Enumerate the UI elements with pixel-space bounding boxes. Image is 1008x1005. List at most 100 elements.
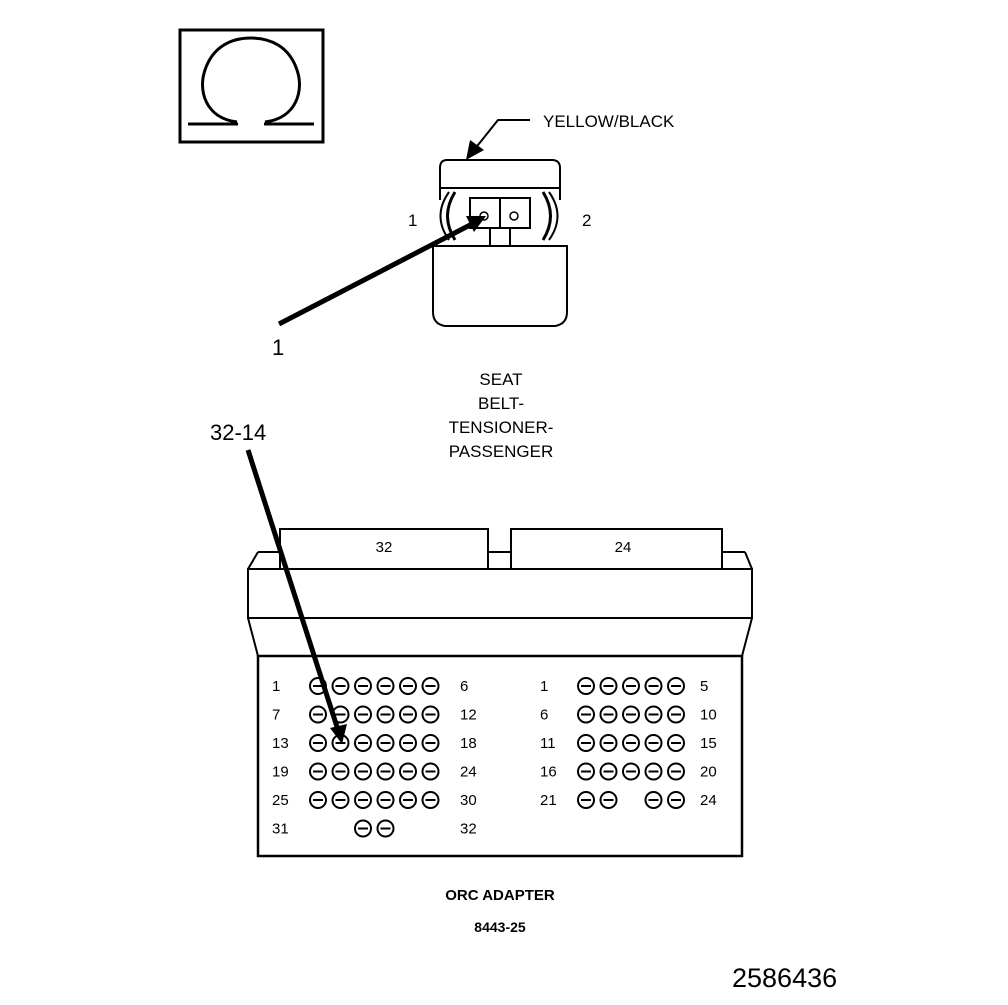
connector-pin [622,677,640,695]
connector-pin [354,705,372,724]
connector-pin [667,734,685,752]
connector-pin [376,734,395,752]
connector-pin [644,762,663,781]
pin-1-callout-arrow: 1 [272,216,486,360]
half-24-label: 24 [615,539,632,556]
wire-color-callout: YELLOW/BLACK [466,112,675,160]
pin-row-start-label: 1 [272,678,280,695]
pin-row-end-label: 30 [460,792,477,809]
connector-pin [577,791,595,809]
connector-pin [599,791,618,809]
connector-pin [421,791,440,809]
connector-pin [577,762,595,781]
connector-pin [376,705,395,724]
pin-32-14-callout-arrow: 32-14 [210,420,347,744]
half-32-label: 32 [376,539,393,556]
connector-pin [599,677,618,695]
connector-pin [354,677,372,695]
pin-row-start-label: 16 [540,764,557,781]
pin-row-end-label: 24 [700,792,717,809]
tensioner-name-line: SEAT [479,370,522,389]
connector-pin [399,791,417,809]
connector-pin [622,705,640,724]
connector-pin [644,734,663,752]
connector-pin [399,705,417,724]
connector-pin [331,762,350,781]
connector-pin [577,677,595,695]
connector-pin [309,705,327,724]
pin-row-end-label: 20 [700,764,717,781]
orc-adapter-part-number: 8443-25 [474,919,526,935]
tensioner-connector: 1 2 [408,159,591,327]
pin-32-14-callout-label: 32-14 [210,420,266,445]
pin-grid-left: 1 6 7 12 13 18 19 24 25 30 31 32 [272,677,477,838]
connector-pin [354,762,372,781]
connector-pin [354,791,372,809]
connector-pin [376,762,395,781]
connector-pin [644,705,663,724]
connector-pin [421,762,440,781]
connector-pin [599,734,618,752]
connector-pin [577,705,595,724]
connector-pin [331,677,350,695]
pin-row-start-label: 13 [272,735,289,752]
connector-pin [644,791,663,809]
pin-row-end-label: 15 [700,735,717,752]
connector-pin [376,819,395,838]
connector-pin [622,762,640,781]
figure-id: 2586436 [732,963,837,993]
pin-row-start-label: 19 [272,764,289,781]
connector-pin [599,762,618,781]
connector-pin [309,791,327,809]
connector-pin [421,705,440,724]
pin-row-end-label: 6 [460,678,468,695]
connector-pin [399,762,417,781]
connector-pin [376,791,395,809]
pin-row-end-label: 18 [460,735,477,752]
pin-row-start-label: 1 [540,678,548,695]
pin-row-end-label: 5 [700,678,708,695]
tensioner-name-line: PASSENGER [449,442,554,461]
connector-pin [309,762,327,781]
orc-adapter-name: ORC ADAPTER [445,887,555,904]
connector-pin [667,705,685,724]
connector-pin [644,677,663,695]
connector-pin [667,677,685,695]
pin-row-start-label: 11 [540,735,556,752]
pin-2-label: 2 [582,211,591,230]
connector-pin [354,734,372,752]
connector-pin [421,677,440,695]
connector-pin [667,762,685,781]
pin-row-start-label: 21 [540,792,557,809]
pin-row-start-label: 6 [540,707,548,724]
tensioner-name-line: TENSIONER- [449,418,554,437]
pin-row-end-label: 32 [460,821,477,838]
pin-1-label: 1 [408,211,417,230]
connector-pin [399,677,417,695]
pin-row-start-label: 7 [272,707,280,724]
wire-color-label: YELLOW/BLACK [543,112,675,131]
tensioner-name-line: BELT- [478,394,524,413]
connector-pin [667,791,685,809]
pin-1-callout-label: 1 [272,335,284,360]
connector-pin [622,734,640,752]
connector-pin [399,734,417,752]
tensioner-name: SEAT BELT- TENSIONER- PASSENGER [449,370,554,461]
connector-pin [421,734,440,752]
connector-pin [354,819,372,838]
pin-row-end-label: 10 [700,707,717,724]
connector-pin [309,734,327,752]
ohm-icon [178,28,325,144]
pin-row-start-label: 31 [272,821,289,838]
connector-pin [599,705,618,724]
connector-pin [376,677,395,695]
connector-pin [331,791,350,809]
pin-row-end-label: 24 [460,764,477,781]
connector-pin [577,734,595,752]
pin-row-start-label: 25 [272,792,289,809]
pin-row-end-label: 12 [460,707,477,724]
